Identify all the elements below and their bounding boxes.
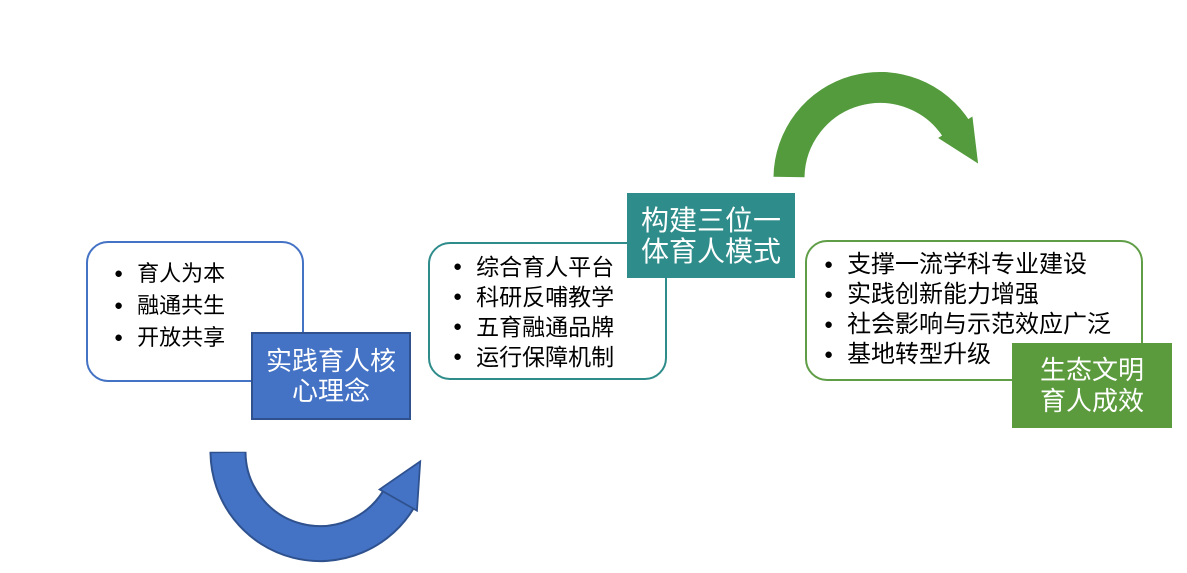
list-item-text: 五育融通品牌	[476, 314, 615, 340]
stage-label-line: 育人成效	[1039, 385, 1144, 416]
list-item-text: 育人为本	[137, 261, 226, 286]
list-item-text: 运行保障机制	[476, 344, 615, 370]
list-item: ● 综合育人平台	[453, 252, 665, 282]
list-item-text: 支撑一流学科专业建设	[847, 251, 1088, 278]
bullet-icon: ●	[453, 288, 463, 305]
bullet-icon: ●	[824, 346, 834, 363]
bullet-icon: ●	[453, 258, 463, 275]
bullet-icon: ●	[114, 329, 124, 346]
list-item-text: 科研反哺教学	[476, 284, 615, 310]
bullet-icon: ●	[453, 348, 463, 365]
bullet-icon: ●	[824, 256, 834, 273]
stage-label-core-concept: 实践育人核 心理念	[251, 332, 411, 420]
curved-arrow-blue	[209, 451, 422, 563]
list-item: ● 基地转型升级	[824, 340, 1141, 370]
stage-box-concepts: ● 育人为本 ● 融通共生 ● 开放共享	[86, 241, 304, 382]
bullet-icon: ●	[824, 316, 834, 333]
list-item-text: 基地转型升级	[847, 341, 992, 368]
list-item-text: 实践创新能力增强	[847, 281, 1040, 308]
list-item: ● 支撑一流学科专业建设	[824, 250, 1141, 280]
list-item-text: 融通共生	[137, 293, 226, 318]
list-item-text: 社会影响与示范效应广泛	[847, 311, 1112, 338]
list-item: ● 实践创新能力增强	[824, 280, 1141, 310]
list-item: ● 育人为本	[114, 258, 302, 290]
list-item: ● 社会影响与示范效应广泛	[824, 310, 1141, 340]
list-item: ● 开放共享	[114, 322, 302, 354]
list-item: ● 运行保障机制	[453, 342, 665, 372]
stage-label-eco-outcome: 生态文明 育人成效	[1012, 343, 1172, 428]
stage-label-line: 实践育人核	[265, 346, 396, 376]
list-item: ● 科研反哺教学	[453, 282, 665, 312]
bullet-icon: ●	[824, 286, 834, 303]
list-item: ● 五育融通品牌	[453, 312, 665, 342]
list-item: ● 融通共生	[114, 290, 302, 322]
stage-label-line: 心理念	[291, 376, 370, 406]
bullet-icon: ●	[114, 297, 124, 314]
bullet-icon: ●	[453, 318, 463, 335]
stage-label-line: 生态文明	[1039, 354, 1144, 385]
bullet-icon: ●	[114, 265, 124, 282]
stage-label-trinity-model: 构建三位一 体育人模式	[627, 193, 795, 278]
list-item-text: 综合育人平台	[476, 254, 615, 280]
curved-arrow-green	[773, 71, 979, 178]
list-item-text: 开放共享	[137, 325, 226, 350]
stage-label-line: 体育人模式	[640, 235, 781, 267]
stage-label-line: 构建三位一	[640, 204, 781, 236]
